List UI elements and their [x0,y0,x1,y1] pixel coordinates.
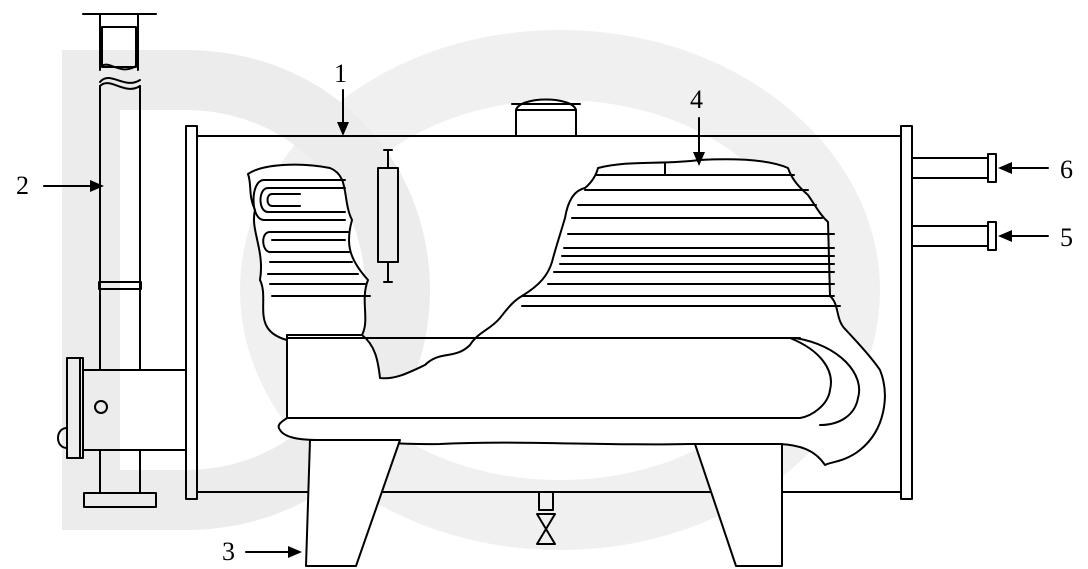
furnace-tube [277,295,886,466]
level-gauge [377,149,399,283]
callout-arrows [43,89,1049,558]
tube-bank [521,158,841,307]
callout-6: 6 [1060,155,1073,184]
nozzle-inlet [911,221,997,251]
callout-4: 4 [690,85,703,114]
callout-2: 2 [16,171,29,200]
drain-valve [536,491,556,545]
shell-cutaway [247,163,371,341]
nozzle-outlet [911,153,997,183]
chimney-stack [57,13,187,508]
callout-1: 1 [334,59,347,88]
support-legs [305,439,783,567]
callout-3: 3 [222,537,235,566]
callout-5: 5 [1060,223,1073,252]
